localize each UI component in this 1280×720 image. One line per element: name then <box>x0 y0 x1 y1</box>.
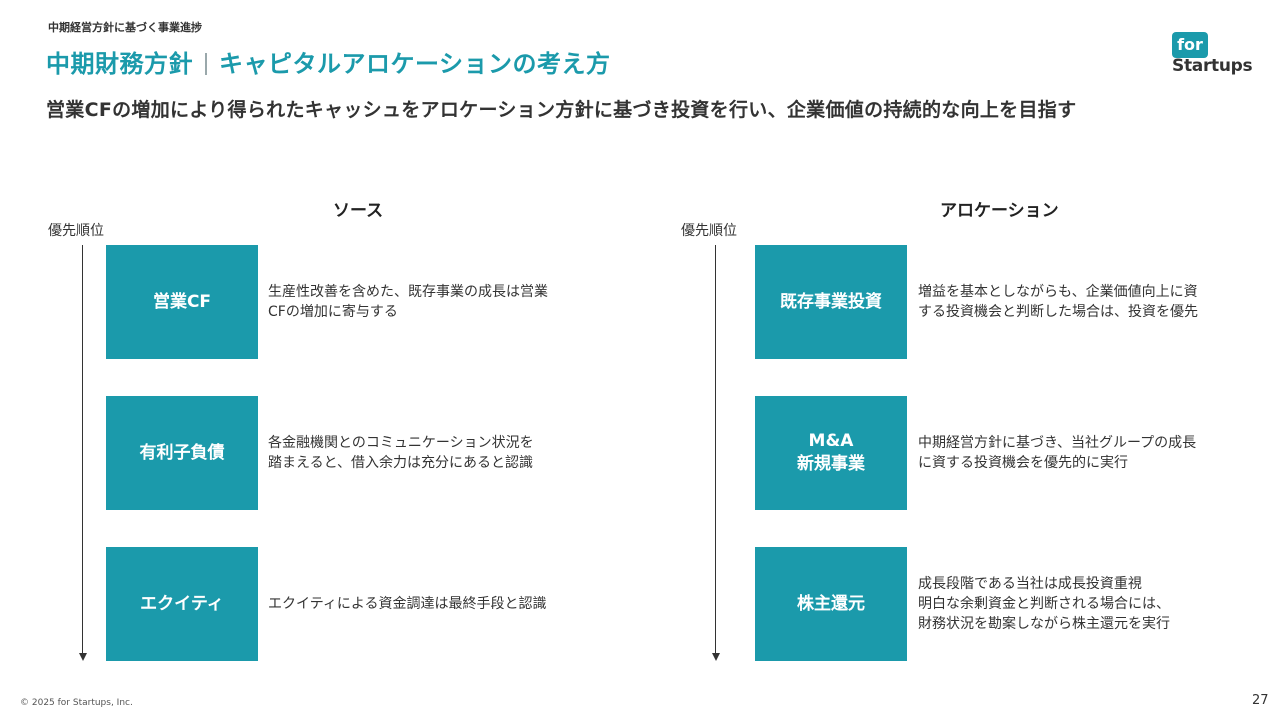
title-divider <box>205 53 207 75</box>
page-title: 中期財務方針キャピタルアロケーションの考え方 <box>46 44 611 79</box>
source-desc-equity: エクイティによる資金調達は最終手段と認識 <box>268 595 547 612</box>
source-heading: ソース <box>333 201 384 221</box>
logo-wordmark: Startups <box>1172 56 1253 76</box>
source-tile-equity: エクイティ <box>106 547 258 661</box>
allocation-arrow-down-icon <box>712 653 720 661</box>
allocation-desc-shareholder-return: 成長段階である当社は成長投資重視 明白な余剰資金と判断される場合には、 財務状況… <box>918 575 1170 633</box>
allocation-desc-existing-business: 増益を基本としながらも、企業価値向上に資 する投資機会と判断した場合は、投資を優… <box>918 283 1198 320</box>
allocation-desc-ma-new-business: 中期経営方針に基づき、当社グループの成長 に資する投資機会を優先的に実行 <box>918 434 1197 471</box>
page-subtitle: 営業CFの増加により得られたキャッシュをアロケーション方針に基づき投資を行い、企… <box>46 99 1077 121</box>
allocation-priority-label: 優先順位 <box>681 223 737 239</box>
source-desc-row: 各金融機関とのコミュニケーション状況を 踏まえると、借入余力は充分にあると認識 <box>268 396 598 510</box>
logo-badge: for <box>1172 32 1208 58</box>
allocation-priority-axis <box>715 245 716 653</box>
copyright: © 2025 for Startups, Inc. <box>20 698 133 708</box>
source-arrow-down-icon <box>79 653 87 661</box>
allocation-desc-row: 増益を基本としながらも、企業価値向上に資 する投資機会と判断した場合は、投資を優… <box>918 245 1248 359</box>
source-desc-operating-cf: 生産性改善を含めた、既存事業の成長は営業 CFの増加に寄与する <box>268 283 548 320</box>
source-desc-debt: 各金融機関とのコミュニケーション状況を 踏まえると、借入余力は充分にあると認識 <box>268 434 534 471</box>
breadcrumb: 中期経営方針に基づく事業進捗 <box>48 21 202 34</box>
allocation-tile-shareholder-return: 株主還元 <box>755 547 907 661</box>
source-tile-operating-cf: 営業CF <box>106 245 258 359</box>
allocation-tile-existing-business: 既存事業投資 <box>755 245 907 359</box>
source-tile-debt: 有利子負債 <box>106 396 258 510</box>
source-priority-axis <box>82 245 83 653</box>
allocation-tile-ma-new-business: M&A 新規事業 <box>755 396 907 510</box>
title-left: 中期財務方針 <box>46 50 193 78</box>
allocation-desc-row: 成長段階である当社は成長投資重視 明白な余剰資金と判断される場合には、 財務状況… <box>918 547 1248 661</box>
title-right: キャピタルアロケーションの考え方 <box>219 50 611 78</box>
source-desc-row: 生産性改善を含めた、既存事業の成長は営業 CFの増加に寄与する <box>268 245 598 359</box>
source-desc-row: エクイティによる資金調達は最終手段と認識 <box>268 547 598 661</box>
page-number: 27 <box>1252 693 1269 708</box>
source-priority-label: 優先順位 <box>48 223 104 239</box>
allocation-desc-row: 中期経営方針に基づき、当社グループの成長 に資する投資機会を優先的に実行 <box>918 396 1248 510</box>
company-logo: for Startups <box>1172 32 1253 82</box>
allocation-heading: アロケーション <box>940 201 1059 221</box>
